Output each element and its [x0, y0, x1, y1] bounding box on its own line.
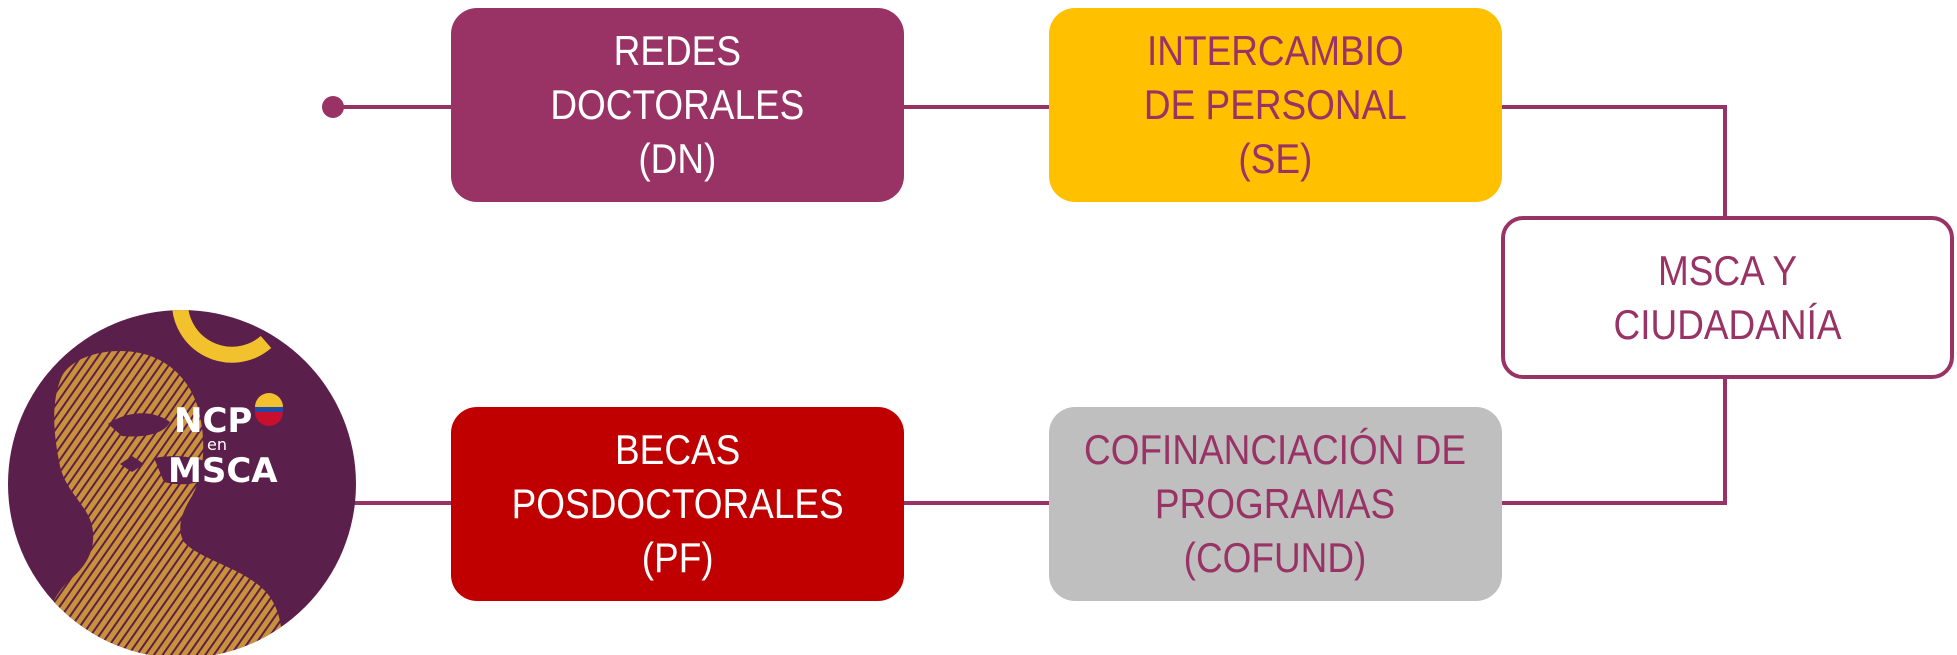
- logo-figure-silhouette: [43, 351, 282, 655]
- box-line: COFINANCIACIÓN DE: [1084, 426, 1467, 473]
- box-line: CIUDADANÍA: [1613, 300, 1842, 348]
- logo-figure-lip: [120, 456, 144, 472]
- logo-text-ncp: NCP: [174, 401, 252, 441]
- logo-text-en: en: [207, 435, 227, 454]
- logo-figure-hand: [154, 456, 216, 485]
- box-line: DE PERSONAL: [1144, 81, 1407, 128]
- box-cofinanciacion-de-programas: COFINANCIACIÓN DE PROGRAMAS (COFUND): [1049, 407, 1502, 601]
- connector-se-to-ciudadania: [1502, 105, 1727, 216]
- box-line: DOCTORALES: [550, 81, 805, 128]
- box-line: MSCA Y: [1657, 246, 1797, 294]
- box-line: (PF): [641, 534, 714, 581]
- box-redes-doctorales: REDES DOCTORALES (DN): [451, 8, 904, 202]
- logo-figure-arm: [108, 413, 170, 437]
- connector-cofund-to-ciudadania: [1502, 379, 1727, 505]
- logo-text-msca: MSCA: [168, 451, 278, 491]
- ncp-en-msca-logo: NCP en MSCA: [8, 310, 356, 655]
- box-line: INTERCAMBIO: [1147, 27, 1404, 74]
- box-line: (COFUND): [1184, 534, 1367, 581]
- box-line: REDES: [613, 27, 742, 74]
- start-dot: [322, 96, 344, 118]
- box-becas-posdoctorales: BECAS POSDOCTORALES (PF): [451, 407, 904, 601]
- logo-accent-arc: [171, 310, 272, 363]
- box-msca-y-ciudadania: MSCA Y CIUDADANÍA: [1501, 216, 1954, 379]
- box-intercambio-de-personal: INTERCAMBIO DE PERSONAL (SE): [1049, 8, 1502, 202]
- box-line: PROGRAMAS: [1155, 480, 1396, 527]
- box-line: (DN): [638, 135, 717, 182]
- box-line: POSDOCTORALES: [511, 480, 844, 527]
- colombia-flag-icon: [255, 393, 283, 426]
- box-line: (SE): [1238, 135, 1313, 182]
- box-line: BECAS: [614, 426, 741, 473]
